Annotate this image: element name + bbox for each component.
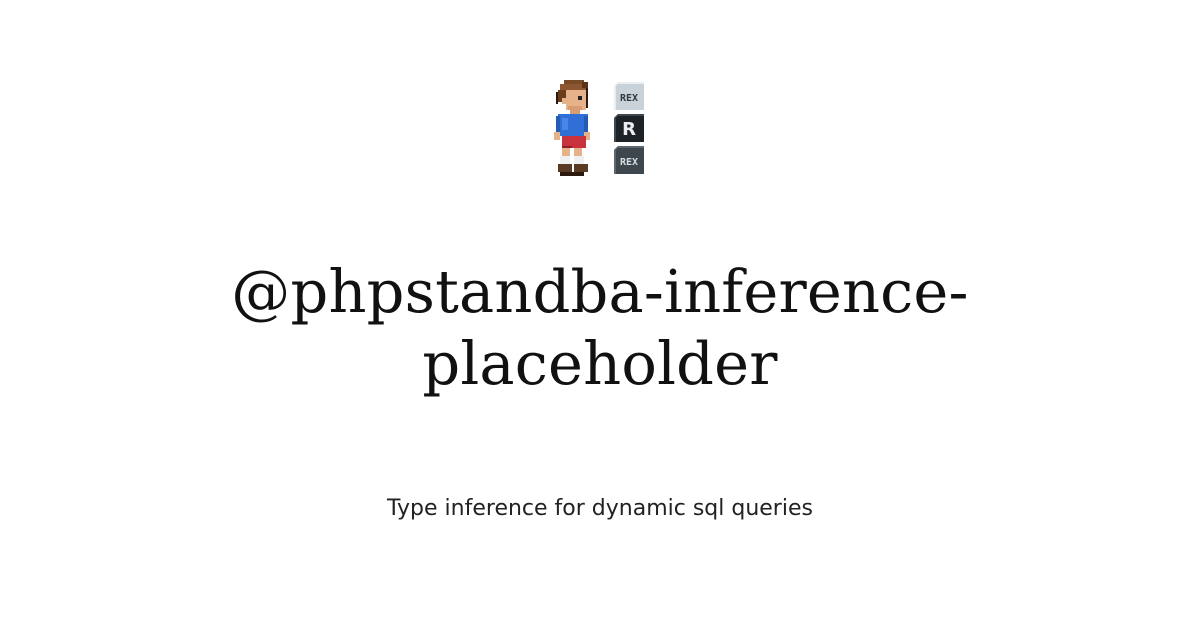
badge-label: REX	[620, 93, 638, 104]
rex-badge-dark-icon: REX	[614, 146, 644, 174]
title-line-1: @phpstandba-inference-	[231, 257, 969, 326]
title-line-2: placeholder	[422, 329, 778, 398]
badge-stack: REX R REX	[614, 82, 644, 176]
pixel-person-avatar-icon	[554, 80, 590, 176]
badge-label: REX	[620, 157, 638, 168]
rex-badge-light-icon: REX	[614, 82, 644, 110]
badge-label: R	[622, 119, 636, 140]
logo-group: REX R REX	[552, 80, 648, 178]
page-title: @phpstandba-inference- placeholder	[100, 256, 1100, 400]
r-badge-dark-icon: R	[614, 114, 644, 142]
page-subtitle: Type inference for dynamic sql queries	[387, 496, 813, 521]
